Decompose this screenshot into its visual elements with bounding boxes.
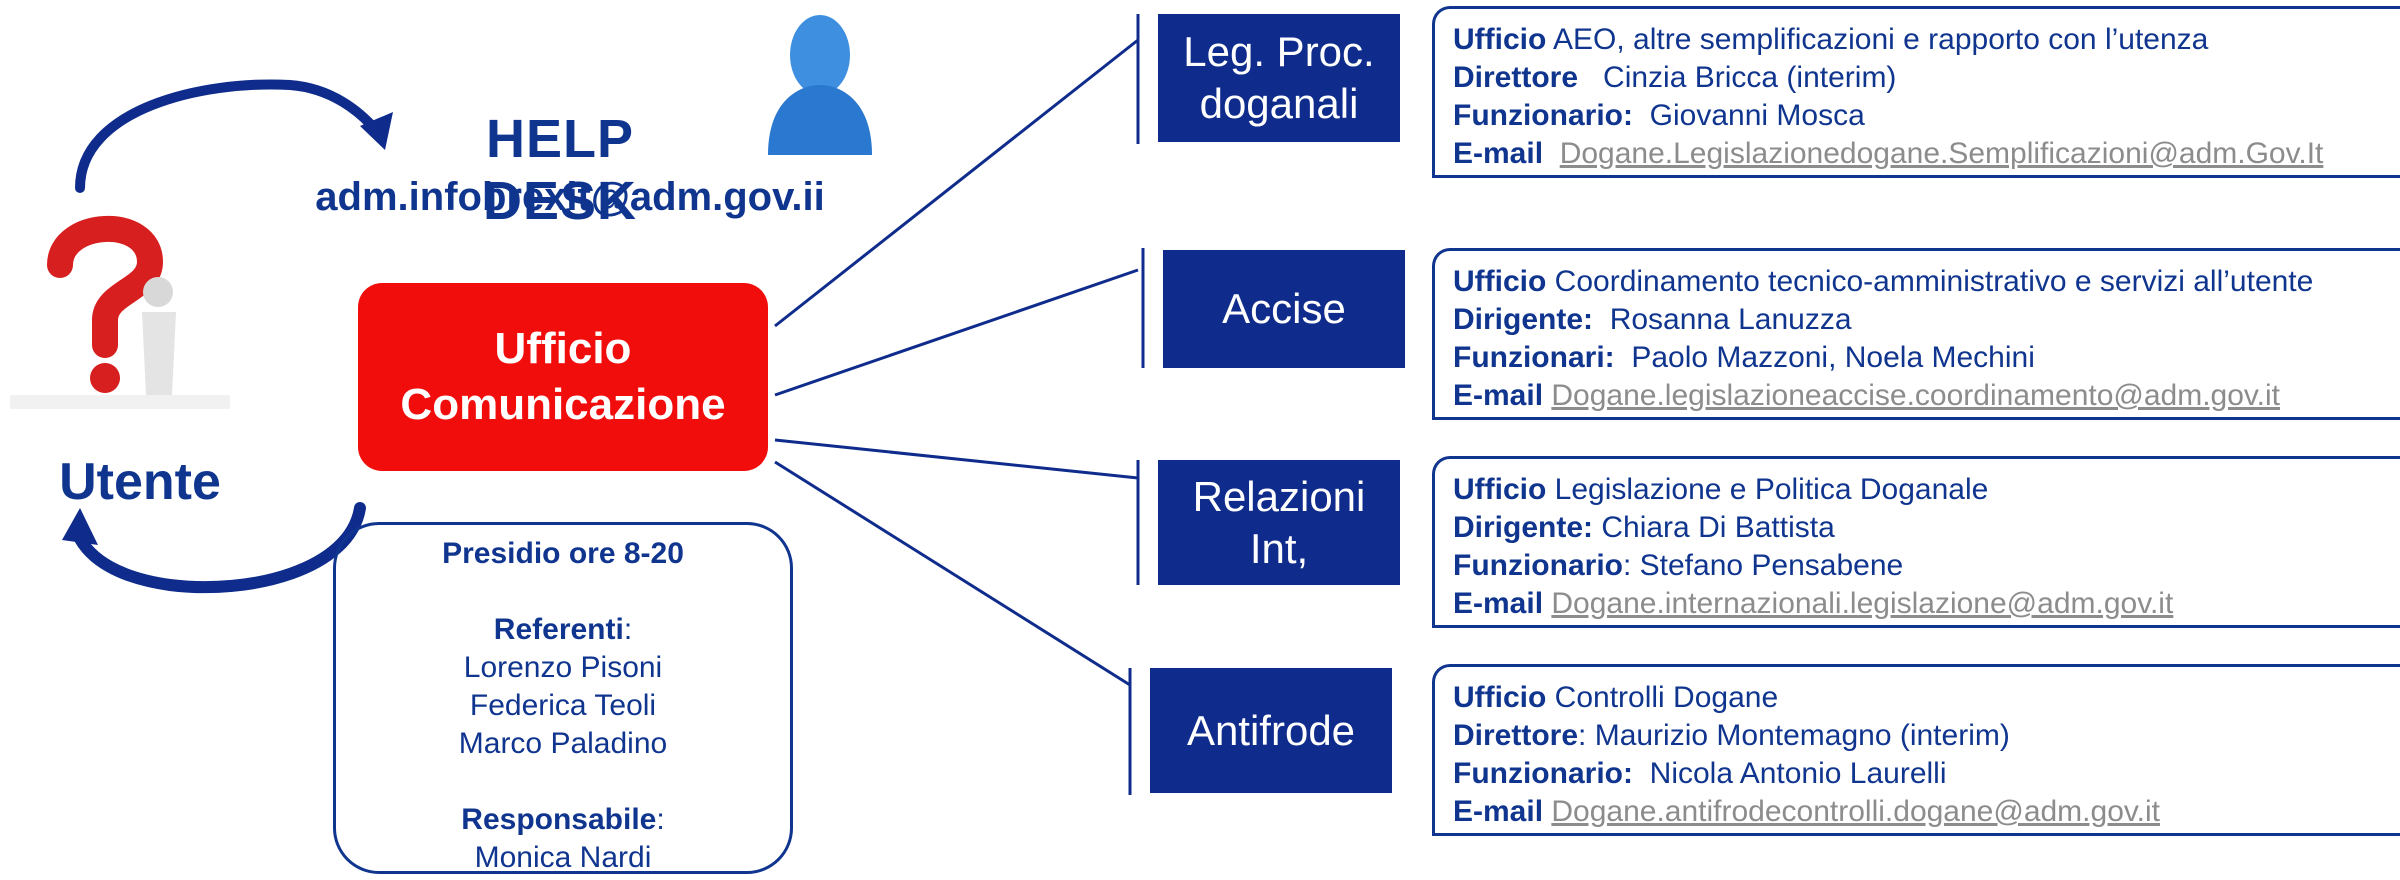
person-icon [768, 15, 872, 155]
connector-antifrode [774, 460, 1131, 687]
unit-label: Accise [1222, 285, 1346, 332]
unit-label: Antifrode [1186, 706, 1356, 754]
unit-box-relazioni: Relazioni Int, [1158, 460, 1400, 585]
ufficio-comunicazione-box: Ufficio Comunicazione [358, 283, 768, 471]
role-value: : Maurizio Montemagno (interim) [1578, 719, 2010, 752]
role-value: Giovanni Mosca [1649, 99, 1865, 132]
responsabile-name: Monica Nardi [474, 841, 652, 874]
info-box-leg-proc: Ufficio AEO, altre semplificazioni e rap… [1432, 6, 2400, 178]
presidio-box: Presidio ore 8-20 Referenti: Lorenzo Pis… [333, 522, 793, 874]
email-link[interactable]: Dogane.Legislazionedogane.Semplificazion… [1559, 137, 2324, 170]
user-label: Utente [59, 453, 221, 511]
unit-box-accise: Accise [1163, 250, 1405, 368]
office-key: Ufficio [1453, 473, 1547, 506]
curved-arrow-icon [75, 79, 385, 193]
central-line-2: Comunicazione [400, 380, 726, 429]
role-value: : Stefano Pensabene [1622, 549, 1904, 582]
connector-accise [774, 268, 1139, 397]
role-value: Rosanna Lanuzza [1609, 303, 1852, 336]
presidio-hours: Presidio ore 8-20 [442, 537, 684, 570]
unit-label: Relazioni [1192, 472, 1366, 520]
role-key: Dirigente: [1453, 303, 1594, 336]
curved-arrow-icon [72, 502, 366, 594]
office-name: Controlli Dogane [1554, 681, 1779, 714]
role-key: Funzionari: [1453, 341, 1615, 374]
office-key: Ufficio [1453, 265, 1547, 298]
info-box-antifrode: Ufficio Controlli Dogane Direttore: Maur… [1432, 664, 2400, 836]
info-box-accise: Ufficio Coordinamento tecnico-amministra… [1432, 248, 2400, 420]
email-key: E-mail [1453, 137, 1544, 170]
role-key: Funzionario: [1453, 99, 1633, 132]
email-key: E-mail [1453, 379, 1544, 412]
connector-relazioni [774, 438, 1139, 480]
email-link[interactable]: Dogane.internazionali.legislazione@adm.g… [1551, 587, 2174, 620]
office-name: Coordinamento tecnico-amministrativo e s… [1554, 265, 2314, 298]
help-desk-title: HELP DESK [482, 109, 638, 231]
office-key: Ufficio [1453, 681, 1547, 714]
connector-leg-proc [774, 38, 1139, 328]
email-link[interactable]: Dogane.legislazioneaccise.coordinamento@… [1551, 379, 2281, 412]
unit-label: Leg. Proc. [1183, 28, 1375, 75]
unit-box-leg-proc: Leg. Proc. doganali [1158, 14, 1400, 142]
referente: Lorenzo Pisoni [463, 651, 663, 684]
office-name: Legislazione e Politica Doganale [1554, 473, 1989, 506]
email-key: E-mail [1453, 795, 1544, 828]
role-key: Direttore [1453, 61, 1579, 94]
role-key: Funzionario: [1453, 757, 1633, 790]
question-figure-icon [10, 216, 230, 409]
role-value: Cinzia Bricca (interim) [1603, 61, 1897, 94]
role-key: Dirigente: [1453, 511, 1594, 544]
referenti-label: Referenti [493, 613, 624, 646]
office-key: Ufficio [1453, 23, 1547, 56]
role-key: Direttore [1453, 719, 1579, 752]
unit-label: Int, [1249, 524, 1309, 572]
role-value: Chiara Di Battista [1601, 511, 1835, 544]
referente: Marco Paladino [458, 727, 668, 760]
info-box-relazioni: Ufficio Legislazione e Politica Doganale… [1432, 456, 2400, 628]
responsabile-label: Responsabile [461, 803, 657, 836]
email-key: E-mail [1453, 587, 1544, 620]
office-name: AEO, altre semplificazioni e rapporto co… [1553, 23, 2209, 56]
email-link[interactable]: Dogane.antifrodecontrolli.dogane@adm.gov… [1551, 795, 2160, 828]
referente: Federica Teoli [469, 689, 657, 722]
help-desk-email[interactable]: adm.infobrexit@adm.gov.ii [315, 175, 825, 219]
unit-box-antifrode: Antifrode [1150, 668, 1392, 793]
role-key: Funzionario [1453, 549, 1623, 582]
role-value: Nicola Antonio Laurelli [1649, 757, 1947, 790]
unit-label: doganali [1199, 80, 1359, 127]
central-line-1: Ufficio [494, 324, 632, 373]
role-value: Paolo Mazzoni, Noela Mechini [1631, 341, 2035, 374]
